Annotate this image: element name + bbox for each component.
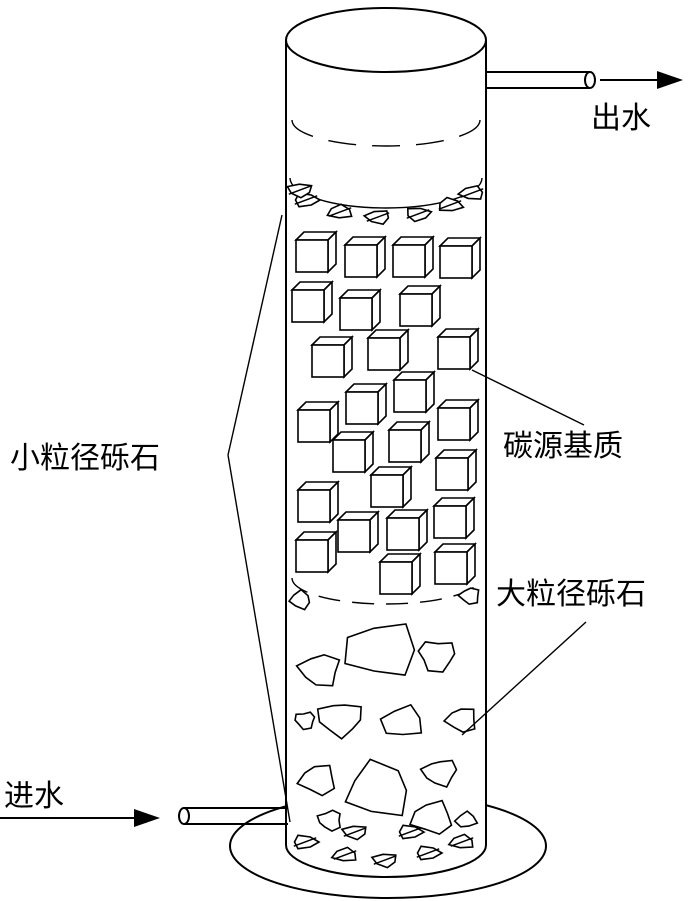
- leader-small-gravel: [227, 214, 291, 823]
- large-gravel-stone: [287, 588, 311, 611]
- carbon-cube: [294, 230, 338, 274]
- large-gravel-stone: [379, 703, 423, 736]
- carbon-cube: [296, 400, 340, 444]
- gravel-stone: [406, 207, 433, 223]
- large-gravel-stone: [344, 623, 416, 676]
- gravel-stone: [416, 845, 444, 861]
- small-gravel-bottom-layer: [293, 824, 474, 869]
- large-gravel-stone: [294, 711, 316, 731]
- carbon-cube: [385, 508, 429, 552]
- carbon-cube: [436, 327, 480, 371]
- large-gravel-stone: [417, 641, 456, 673]
- large-gravel-label: 大粒径砾石: [496, 577, 646, 612]
- leader-large-gravel: [461, 621, 587, 736]
- gravel-stone: [398, 824, 426, 840]
- gravel-stone: [438, 196, 465, 212]
- carbon-cube: [392, 370, 436, 414]
- gravel-stone: [447, 833, 474, 849]
- large-gravel-stone: [442, 708, 476, 733]
- gravel-stone: [330, 846, 357, 862]
- carbon-cube: [310, 335, 354, 379]
- large-gravel-stone: [456, 587, 480, 606]
- large-gravel-stone: [316, 704, 362, 740]
- carbon-cube: [436, 398, 480, 442]
- carbon-matrix-label: 碳源基质: [503, 429, 623, 464]
- gravel-stone: [293, 834, 321, 850]
- carbon-cube: [434, 448, 478, 492]
- small-gravel-top-layer: [286, 183, 484, 226]
- carbon-cube: [344, 382, 388, 426]
- carbon-cube: [296, 480, 340, 524]
- carbon-matrix-cubes: [290, 230, 482, 596]
- gravel-stone: [370, 853, 397, 869]
- carbon-cube: [369, 465, 413, 509]
- carbon-cube: [331, 430, 375, 474]
- carbon-cube: [294, 530, 338, 574]
- carbon-cube: [336, 510, 380, 554]
- outlet-label: 出水: [591, 101, 651, 136]
- large-gravel-stone: [295, 653, 341, 687]
- leader-carbon-matrix: [471, 369, 585, 426]
- gravel-stone: [456, 185, 484, 200]
- large-gravel-stone: [453, 810, 479, 828]
- carbon-cube: [290, 280, 334, 324]
- carbon-cube: [366, 328, 410, 372]
- carbon-cube: [343, 235, 387, 279]
- carbon-cube: [432, 496, 476, 540]
- large-gravel-stone: [316, 809, 341, 833]
- gravel-stone: [340, 825, 367, 841]
- large-gravel-stone: [408, 799, 453, 835]
- inlet-label: 进水: [4, 779, 64, 814]
- carbon-cube: [391, 235, 435, 279]
- large-gravel-stone: [295, 764, 336, 797]
- large-gravel-stone: [344, 758, 408, 817]
- carbon-cube: [433, 542, 477, 586]
- carbon-cube: [398, 284, 442, 328]
- inlet-arrow: [0, 809, 160, 827]
- outlet-arrow: [600, 71, 683, 89]
- carbon-cube: [387, 420, 431, 464]
- large-gravel-stone: [419, 759, 458, 788]
- gravel-stone: [286, 183, 313, 199]
- gravel-stone: [362, 210, 390, 226]
- carbon-cube: [438, 236, 482, 280]
- inlet-pipe: [178, 807, 288, 825]
- carbon-cube: [378, 552, 422, 596]
- gravel-stone: [326, 203, 353, 219]
- outlet-pipe: [486, 71, 596, 89]
- large-gravel-layer: [287, 587, 480, 835]
- carbon-cube: [338, 288, 382, 332]
- small-gravel-label: 小粒径砾石: [10, 441, 160, 476]
